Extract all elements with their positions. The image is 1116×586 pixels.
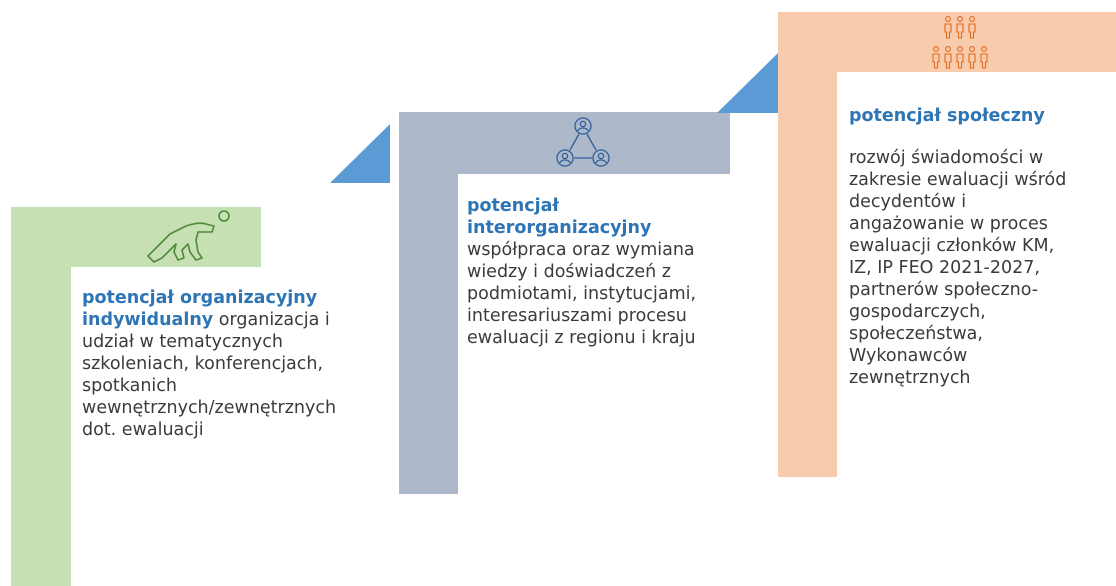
- step2-body-line-0: współpraca oraz wymiana: [467, 240, 695, 260]
- group-people-icon: [928, 14, 998, 72]
- step3-body-line-6: partnerów społeczno-: [849, 280, 1039, 300]
- network-people-icon: [552, 114, 614, 172]
- step1-body-line-4: wewnętrznych/zewnętrznych: [82, 398, 337, 418]
- step3-body-line-8: społeczeństwa,: [849, 324, 983, 344]
- step3-body-line-4: ewaluacji członków KM,: [849, 236, 1055, 256]
- step1-text: potencjał organizacyjny indywidualny org…: [82, 287, 382, 441]
- step3-body-line-1: zakresie ewaluacji wśród: [849, 170, 1067, 190]
- step3-body-line-7: gospodarczych,: [849, 302, 986, 322]
- step2-body-line-2: podmiotami, instytucjami,: [467, 284, 697, 304]
- step2-bar-vertical: [399, 112, 458, 494]
- step2-body-line-3: interesariuszami procesu: [467, 306, 687, 326]
- step2-body-line-1: wiedzy i doświadczeń z: [467, 262, 671, 282]
- person-crawling-icon: [140, 206, 236, 266]
- step2-title-line-1: interorganizacyjny: [467, 218, 652, 238]
- step2-body-line-4: ewaluacji z regionu i kraju: [467, 328, 696, 348]
- step3-body-line-2: decydentów i: [849, 192, 967, 212]
- step-arrow-triangle-2: [717, 53, 778, 113]
- step3-body-line-10: zewnętrznych: [849, 368, 971, 388]
- step1-title-part2: indywidualny: [82, 310, 214, 330]
- step3-body-line-0: rozwój świadomości w: [849, 148, 1044, 168]
- step2-title-line-0: potencjał: [467, 196, 559, 216]
- step1-body-line-1: udział w tematycznych: [82, 332, 283, 352]
- step3-text: potencjał społeczny rozwój świadomości w…: [849, 105, 1111, 389]
- step3-title: potencjał społeczny: [849, 106, 1045, 126]
- step1-title-part1: potencjał organizacyjny: [82, 288, 318, 308]
- step3-body-line-5: IZ, IP FEO 2021-2027,: [849, 258, 1040, 278]
- step3-body-line-9: Wykonawców: [849, 346, 968, 366]
- step1-body-line-0: organizacja i: [218, 310, 330, 330]
- step1-body-line-5: dot. ewaluacji: [82, 420, 204, 440]
- step-arrow-triangle-1: [330, 124, 390, 183]
- step3-bar-vertical: [778, 12, 837, 477]
- step1-bar-vertical: [11, 207, 71, 586]
- step1-body-line-3: spotkanich: [82, 376, 178, 396]
- step3-body-line-3: angażowanie w proces: [849, 214, 1048, 234]
- step1-body-line-2: szkoleniach, konferencjach,: [82, 354, 324, 374]
- step2-text: potencjał interorganizacyjny współpraca …: [467, 195, 747, 349]
